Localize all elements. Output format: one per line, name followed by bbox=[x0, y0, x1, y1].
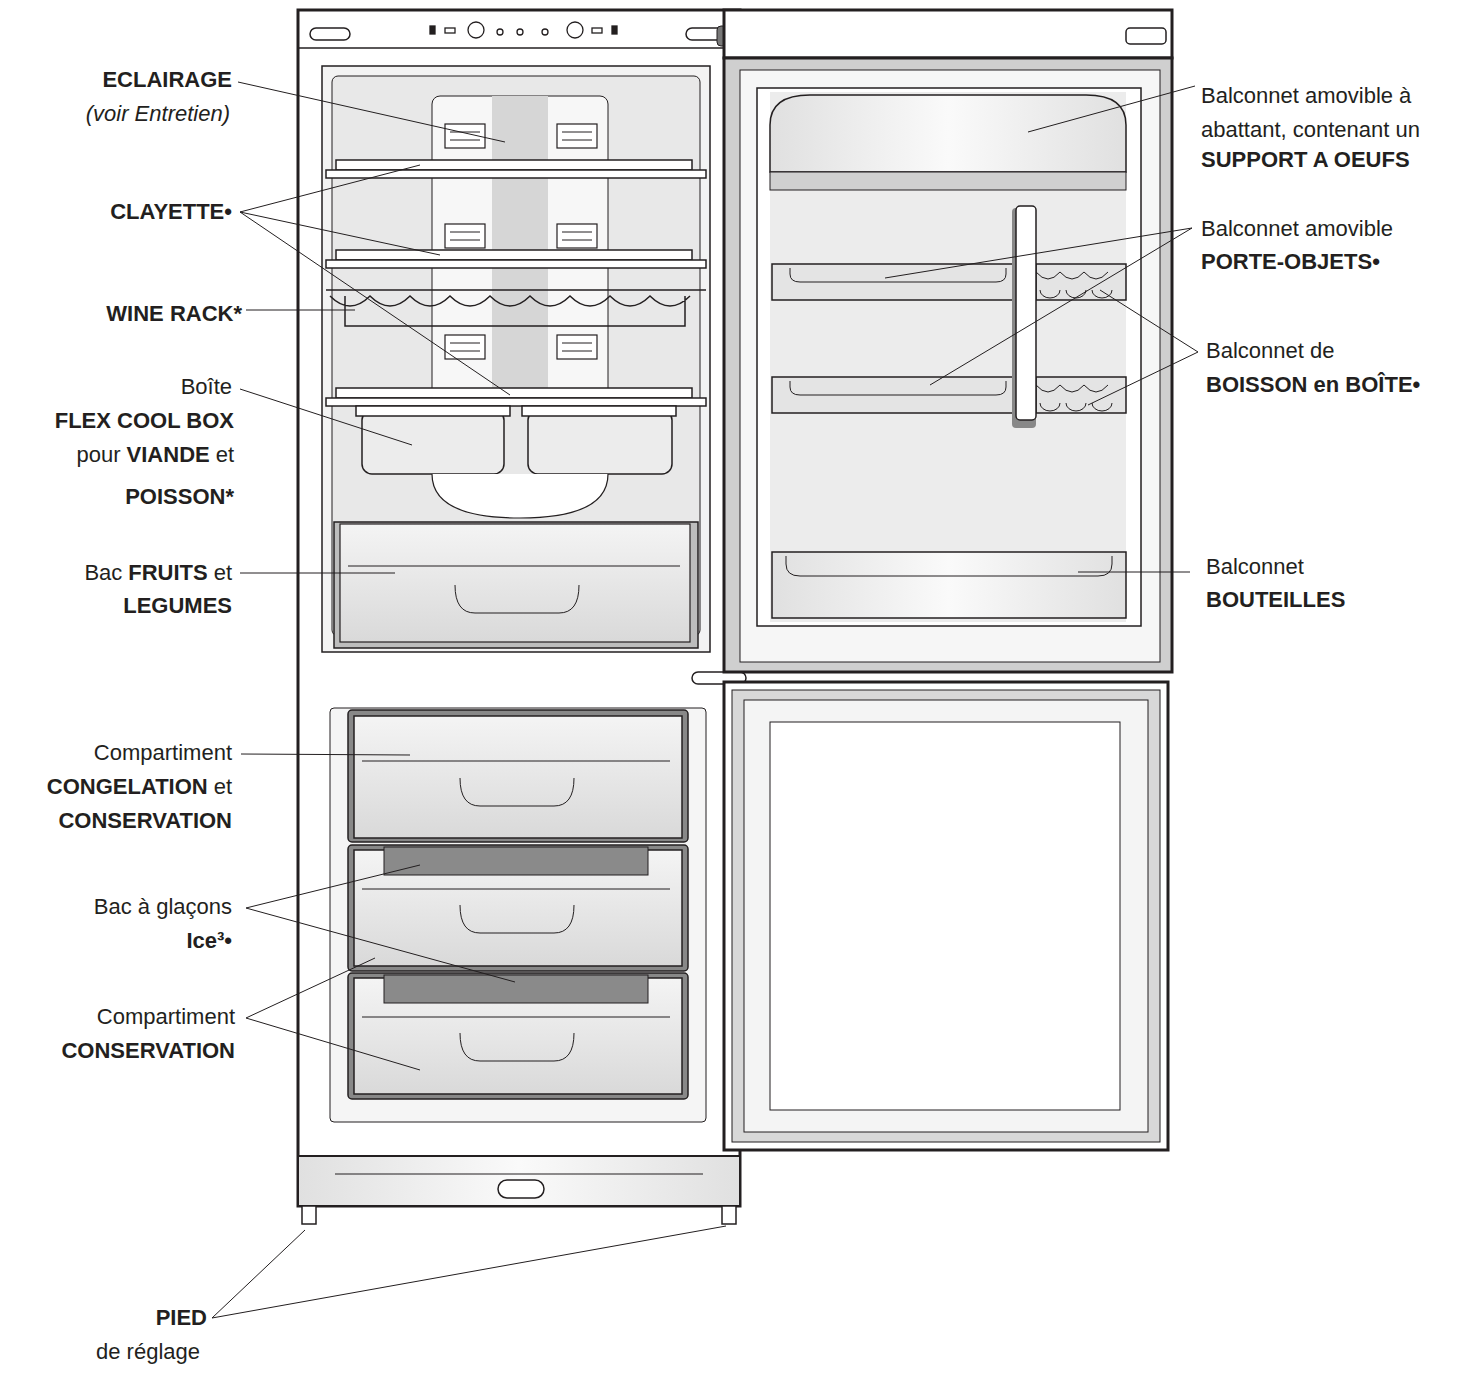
callout-line: CONSERVATION bbox=[58, 806, 232, 836]
callout-line: Balconnet amovible à abattant, contenant… bbox=[1201, 79, 1471, 147]
part-label: PORTE-OBJETS• bbox=[1201, 249, 1380, 274]
part-label: BOUTEILLES bbox=[1206, 587, 1345, 612]
part-label: pour bbox=[77, 442, 121, 467]
part-label: WINE RACK* bbox=[106, 301, 242, 326]
callout-line: de réglage bbox=[96, 1337, 200, 1367]
part-label: et bbox=[214, 560, 232, 585]
callout-line: Compartiment bbox=[97, 1002, 235, 1032]
callout-line: ECLAIRAGE bbox=[102, 65, 232, 95]
callout-line: Balconnet de bbox=[1206, 336, 1334, 366]
callout-line: PIED bbox=[156, 1303, 207, 1333]
callout-line: POISSON* bbox=[125, 482, 234, 512]
callout-line: Balconnet bbox=[1206, 552, 1304, 582]
part-label: Bac à glaçons bbox=[94, 894, 232, 919]
callout-line: LEGUMES bbox=[123, 591, 232, 621]
callout-line: Bac à glaçons bbox=[94, 892, 232, 922]
part-label: POISSON* bbox=[125, 484, 234, 509]
part-label: PIED bbox=[156, 1305, 207, 1330]
part-label: Compartiment bbox=[94, 740, 232, 765]
part-label: FLEX COOL BOX bbox=[55, 408, 234, 433]
part-label: CONGELATION bbox=[47, 774, 208, 799]
part-label: et bbox=[216, 442, 234, 467]
part-label: Compartiment bbox=[97, 1004, 235, 1029]
part-label: SUPPORT A OEUFS bbox=[1201, 147, 1410, 172]
part-label: CONSERVATION bbox=[58, 808, 232, 833]
part-label: CLAYETTE• bbox=[110, 199, 232, 224]
callout-line: CLAYETTE• bbox=[110, 197, 232, 227]
callout-line: PORTE-OBJETS• bbox=[1201, 247, 1380, 277]
part-label: Bac bbox=[84, 560, 122, 585]
callout-line: CONSERVATION bbox=[61, 1036, 235, 1066]
callout-line: Ice³• bbox=[186, 926, 232, 956]
callout-line: CONGELATIONet bbox=[47, 772, 232, 802]
part-label: Balconnet de bbox=[1206, 338, 1334, 363]
part-label: Ice³• bbox=[186, 928, 232, 953]
callout-line: BacFRUITS et bbox=[84, 558, 232, 588]
part-label: Balconnet amovible à abattant, contenant… bbox=[1201, 83, 1420, 142]
callout-line: BOUTEILLES bbox=[1206, 585, 1345, 615]
part-label: BOISSON en BOÎTE• bbox=[1206, 372, 1420, 397]
part-label: FRUITS bbox=[128, 560, 207, 585]
callout-line: BOISSON en BOÎTE• bbox=[1206, 370, 1420, 400]
part-label: ECLAIRAGE bbox=[102, 67, 232, 92]
callout-line: SUPPORT A OEUFS bbox=[1201, 145, 1410, 175]
part-label: Balconnet bbox=[1206, 554, 1304, 579]
callout-line: WINE RACK* bbox=[106, 299, 242, 329]
part-label: Boîte bbox=[181, 374, 232, 399]
part-label: LEGUMES bbox=[123, 593, 232, 618]
callout-line: Boîte bbox=[181, 372, 232, 402]
part-label: CONSERVATION bbox=[61, 1038, 235, 1063]
part-label: de réglage bbox=[96, 1339, 200, 1364]
callout-line: Balconnet amovible bbox=[1201, 214, 1393, 244]
callout-line: Compartiment bbox=[94, 738, 232, 768]
callout-line: FLEX COOL BOX bbox=[55, 406, 234, 436]
callout-line: pourVIANDEet bbox=[77, 440, 234, 470]
part-label: Balconnet amovible bbox=[1201, 216, 1393, 241]
callout-line: (voir Entretien) bbox=[86, 99, 230, 129]
part-label: et bbox=[214, 774, 232, 799]
part-label: VIANDE bbox=[127, 442, 210, 467]
part-label: (voir Entretien) bbox=[86, 101, 230, 126]
